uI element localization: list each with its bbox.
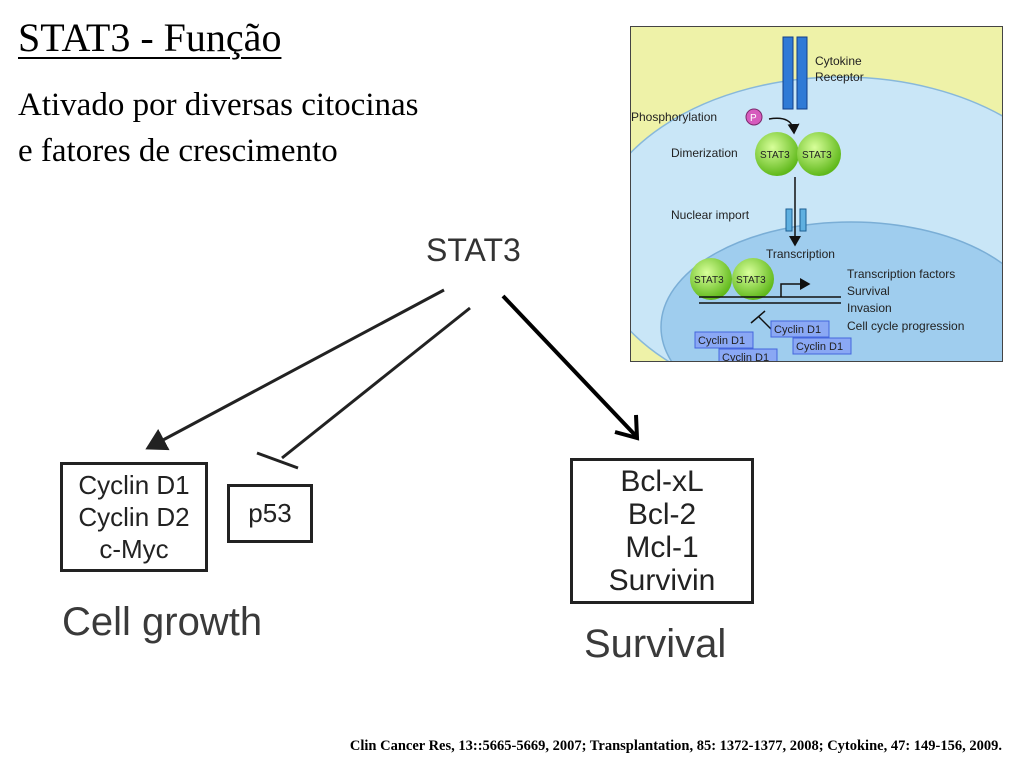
cyclin-inhibition-bar xyxy=(750,310,766,324)
arrow-to-survival xyxy=(501,294,638,438)
survival-targets-box: Bcl-xL Bcl-2 Mcl-1 Survivin xyxy=(570,458,754,604)
cell-growth-targets-box: Cyclin D1 Cyclin D2 c-Myc xyxy=(60,462,208,572)
cytokine-receptor-chain-left xyxy=(782,36,794,110)
stat3-nuclear-left xyxy=(690,258,732,300)
survival-target: Bcl-2 xyxy=(627,498,697,531)
p53-box: p53 xyxy=(227,484,313,543)
citation-footer: Clin Cancer Res, 13::5665-5669, 2007; Tr… xyxy=(349,738,1002,754)
arrow-to-cell-growth xyxy=(145,288,445,451)
subtitle-line-2: e fatores de crescimento xyxy=(18,133,338,169)
slide-title: STAT3 - Função xyxy=(18,15,282,60)
inhibition-line-to-p53 xyxy=(281,306,471,460)
outcome-label: Cell cycle progression xyxy=(847,319,964,333)
stat3-monomer-right xyxy=(797,132,841,176)
phosphate-badge xyxy=(745,108,763,126)
survival-target: Bcl-xL xyxy=(620,465,704,498)
cytokine-receptor-label-2: Receptor xyxy=(815,70,864,84)
cyclin-d1-label: Cyclin D1 xyxy=(722,352,769,361)
cell-nucleus xyxy=(660,221,1002,361)
growth-target: c-Myc xyxy=(99,534,169,564)
transcription-label: Transcription xyxy=(766,247,835,261)
cell-growth-label: Cell growth xyxy=(62,600,263,644)
outcome-label: Invasion xyxy=(847,301,892,315)
nuclear-pore-right xyxy=(799,208,807,232)
cyclin-d1-box xyxy=(770,320,830,338)
growth-target: Cyclin D1 xyxy=(78,470,190,500)
stat3-pathway-figure: Cytokine Receptor Phosphorylation P Dime… xyxy=(630,26,1003,362)
cyclin-d1-label: Cyclin D1 xyxy=(698,335,745,347)
dimerization-label: Dimerization xyxy=(671,146,738,160)
cyclin-d1-box xyxy=(792,337,852,355)
transcription-start-arrow xyxy=(780,278,811,297)
phosphorylation-label: Phosphorylation xyxy=(631,110,717,124)
stat3-root-label: STAT3 xyxy=(426,232,521,268)
outcome-label: Survival xyxy=(847,284,890,298)
phosphate-badge-label: P xyxy=(750,113,757,124)
stat3-monomer-left xyxy=(755,132,799,176)
stat3-label: STAT3 xyxy=(694,275,724,286)
slide-subtitle: Ativado por diversas citocinas e fatores… xyxy=(18,82,418,174)
arrow-to-survival-head xyxy=(614,414,640,441)
nuclear-pore-left xyxy=(785,208,793,232)
cyclin-d1-label: Cyclin D1 xyxy=(774,324,821,336)
cyclin-d1-label: Cyclin D1 xyxy=(796,341,843,353)
subtitle-line-1: Ativado por diversas citocinas xyxy=(18,87,419,123)
p53-label: p53 xyxy=(248,498,292,528)
stat3-nuclear-right xyxy=(732,258,774,300)
outcome-label: Transcription factors xyxy=(847,267,955,281)
survival-target: Survivin xyxy=(608,564,716,597)
phosphorylation-arrow xyxy=(768,117,800,135)
stat3-label: STAT3 xyxy=(736,275,766,286)
cytokine-receptor-chain-right xyxy=(796,36,808,110)
cyclin-d1-box xyxy=(718,348,778,361)
nuclear-import-label: Nuclear import xyxy=(671,208,750,222)
inhibition-bar-p53 xyxy=(256,451,299,470)
stat3-label: STAT3 xyxy=(802,150,832,161)
survival-target: Mcl-1 xyxy=(625,531,699,564)
cytokine-receptor-label-1: Cytokine xyxy=(815,54,862,68)
survival-label: Survival xyxy=(584,622,727,666)
growth-target: Cyclin D2 xyxy=(78,502,190,532)
cyclin-d1-box xyxy=(694,331,754,349)
stat3-label: STAT3 xyxy=(760,150,790,161)
